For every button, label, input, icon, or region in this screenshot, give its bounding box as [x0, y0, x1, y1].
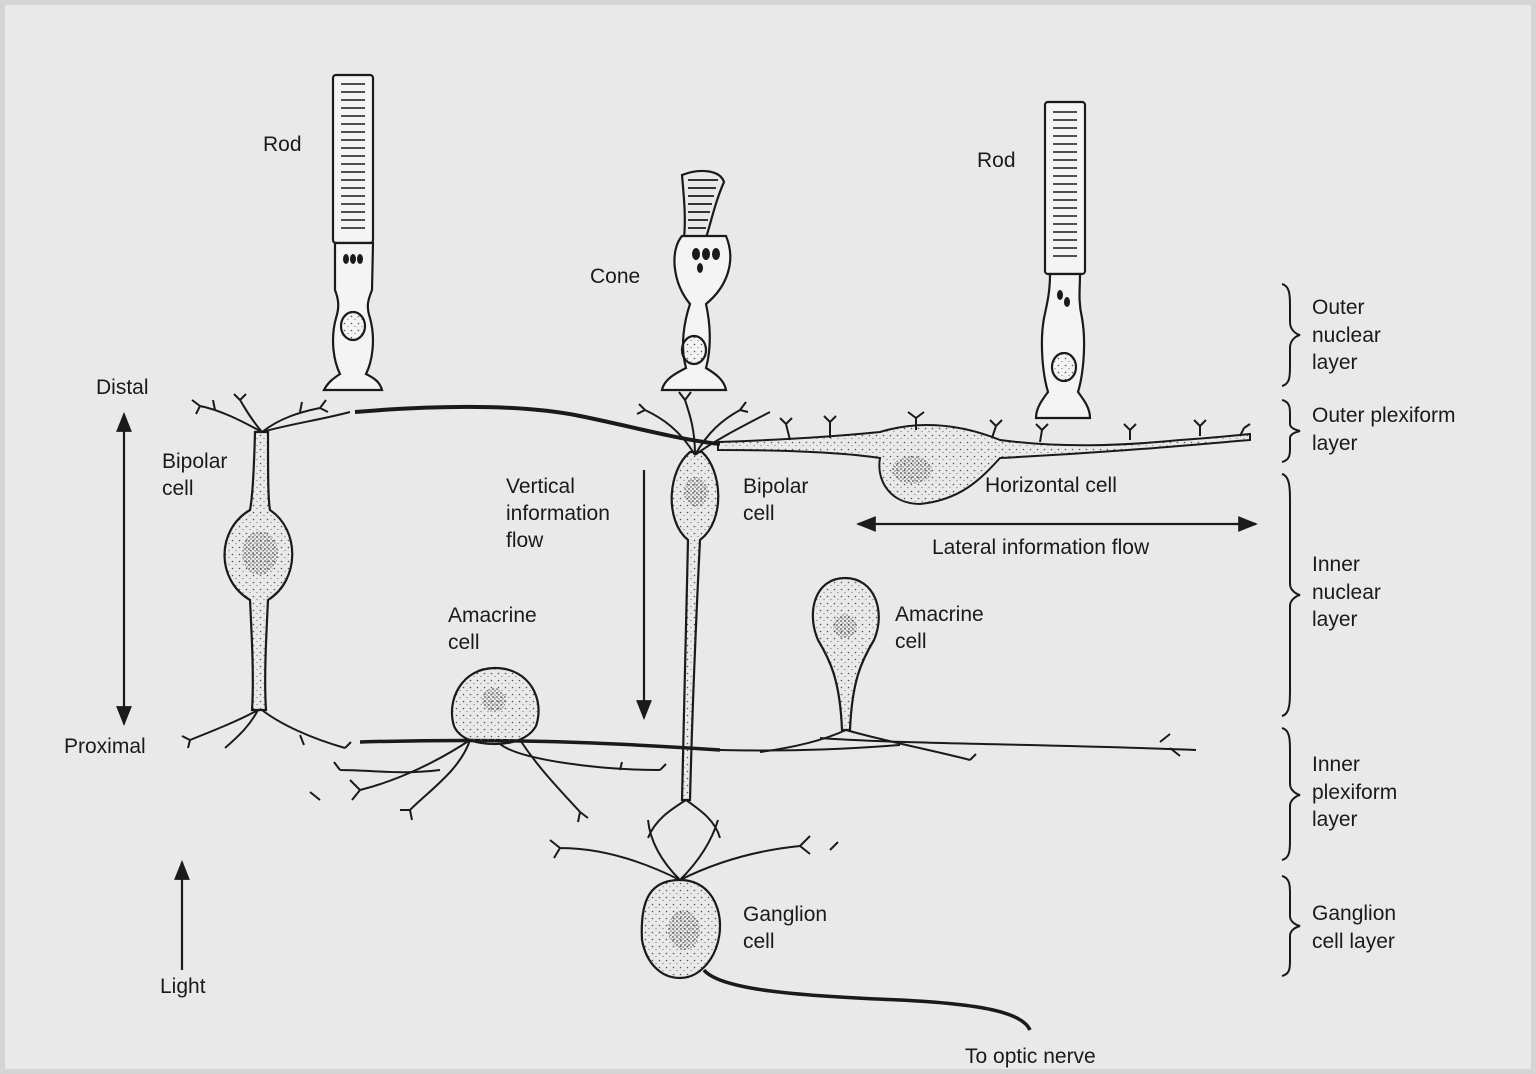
- label-proximal: Proximal: [64, 733, 146, 760]
- layer-line: layer: [1312, 806, 1397, 834]
- amacrine-left-cell: [452, 668, 539, 744]
- layer-label-outer-nuclear: Outer nuclear layer: [1312, 294, 1381, 377]
- label-line: cell: [743, 500, 808, 527]
- layer-label-outer-plexiform: Outer plexiform layer: [1312, 402, 1456, 457]
- layer-line: Outer: [1312, 294, 1381, 322]
- label-line: Bipolar: [162, 448, 227, 475]
- layer-line: Inner: [1312, 551, 1381, 579]
- label-amacrine-right: Amacrine cell: [895, 601, 984, 655]
- label-rod-right: Rod: [977, 147, 1016, 174]
- ganglion-cell: [642, 880, 720, 978]
- label-lateral-flow: Lateral information flow: [932, 534, 1149, 561]
- label-line: Amacrine: [895, 601, 984, 628]
- layer-line: nuclear: [1312, 322, 1381, 350]
- cone-nucleus: [682, 336, 706, 364]
- label-amacrine-left: Amacrine cell: [448, 602, 537, 656]
- layer-line: plexiform: [1312, 779, 1397, 807]
- amacrine-left-nucleus: [482, 688, 506, 712]
- amacrine-right-nucleus: [833, 614, 857, 638]
- layer-line: layer: [1312, 349, 1381, 377]
- layer-line: layer: [1312, 430, 1456, 458]
- rod-left-mitochondria: [343, 254, 363, 264]
- rod-right: [1036, 102, 1090, 418]
- rod-left-nucleus: [341, 312, 365, 340]
- bipolar-center-nucleus: [684, 477, 708, 507]
- label-line: Vertical: [506, 473, 610, 500]
- label-bipolar-center: Bipolar cell: [743, 473, 808, 527]
- ganglion-nucleus: [668, 910, 700, 950]
- layer-line: Inner: [1312, 751, 1397, 779]
- layer-line: Outer plexiform: [1312, 402, 1456, 430]
- label-line: cell: [448, 629, 537, 656]
- layer-line: layer: [1312, 606, 1381, 634]
- label-optic-nerve: To optic nerve: [965, 1043, 1096, 1070]
- bipolar-left-nucleus: [242, 531, 278, 575]
- layer-label-inner-plexiform: Inner plexiform layer: [1312, 751, 1397, 834]
- label-line: cell: [895, 628, 984, 655]
- label-line: Bipolar: [743, 473, 808, 500]
- rod-left: [324, 75, 382, 390]
- label-rod-left: Rod: [263, 131, 302, 158]
- layer-line: cell layer: [1312, 928, 1396, 956]
- label-light: Light: [160, 973, 206, 1000]
- layer-line: Ganglion: [1312, 900, 1396, 928]
- label-horizontal-cell: Horizontal cell: [985, 472, 1117, 499]
- label-cone: Cone: [590, 263, 640, 290]
- horizontal-cell-nucleus: [892, 456, 932, 484]
- label-vertical-flow: Vertical information flow: [506, 473, 610, 554]
- label-ganglion: Ganglion cell: [743, 901, 827, 955]
- label-line: Ganglion: [743, 901, 827, 928]
- label-bipolar-left: Bipolar cell: [162, 448, 227, 502]
- label-line: cell: [162, 475, 227, 502]
- label-line: cell: [743, 928, 827, 955]
- layer-label-ganglion-cell: Ganglion cell layer: [1312, 900, 1396, 955]
- label-line: Amacrine: [448, 602, 537, 629]
- label-line: information: [506, 500, 610, 527]
- label-distal: Distal: [96, 374, 149, 401]
- rod-right-nucleus: [1052, 353, 1076, 381]
- layer-label-inner-nuclear: Inner nuclear layer: [1312, 551, 1381, 634]
- label-line: flow: [506, 527, 610, 554]
- layer-line: nuclear: [1312, 579, 1381, 607]
